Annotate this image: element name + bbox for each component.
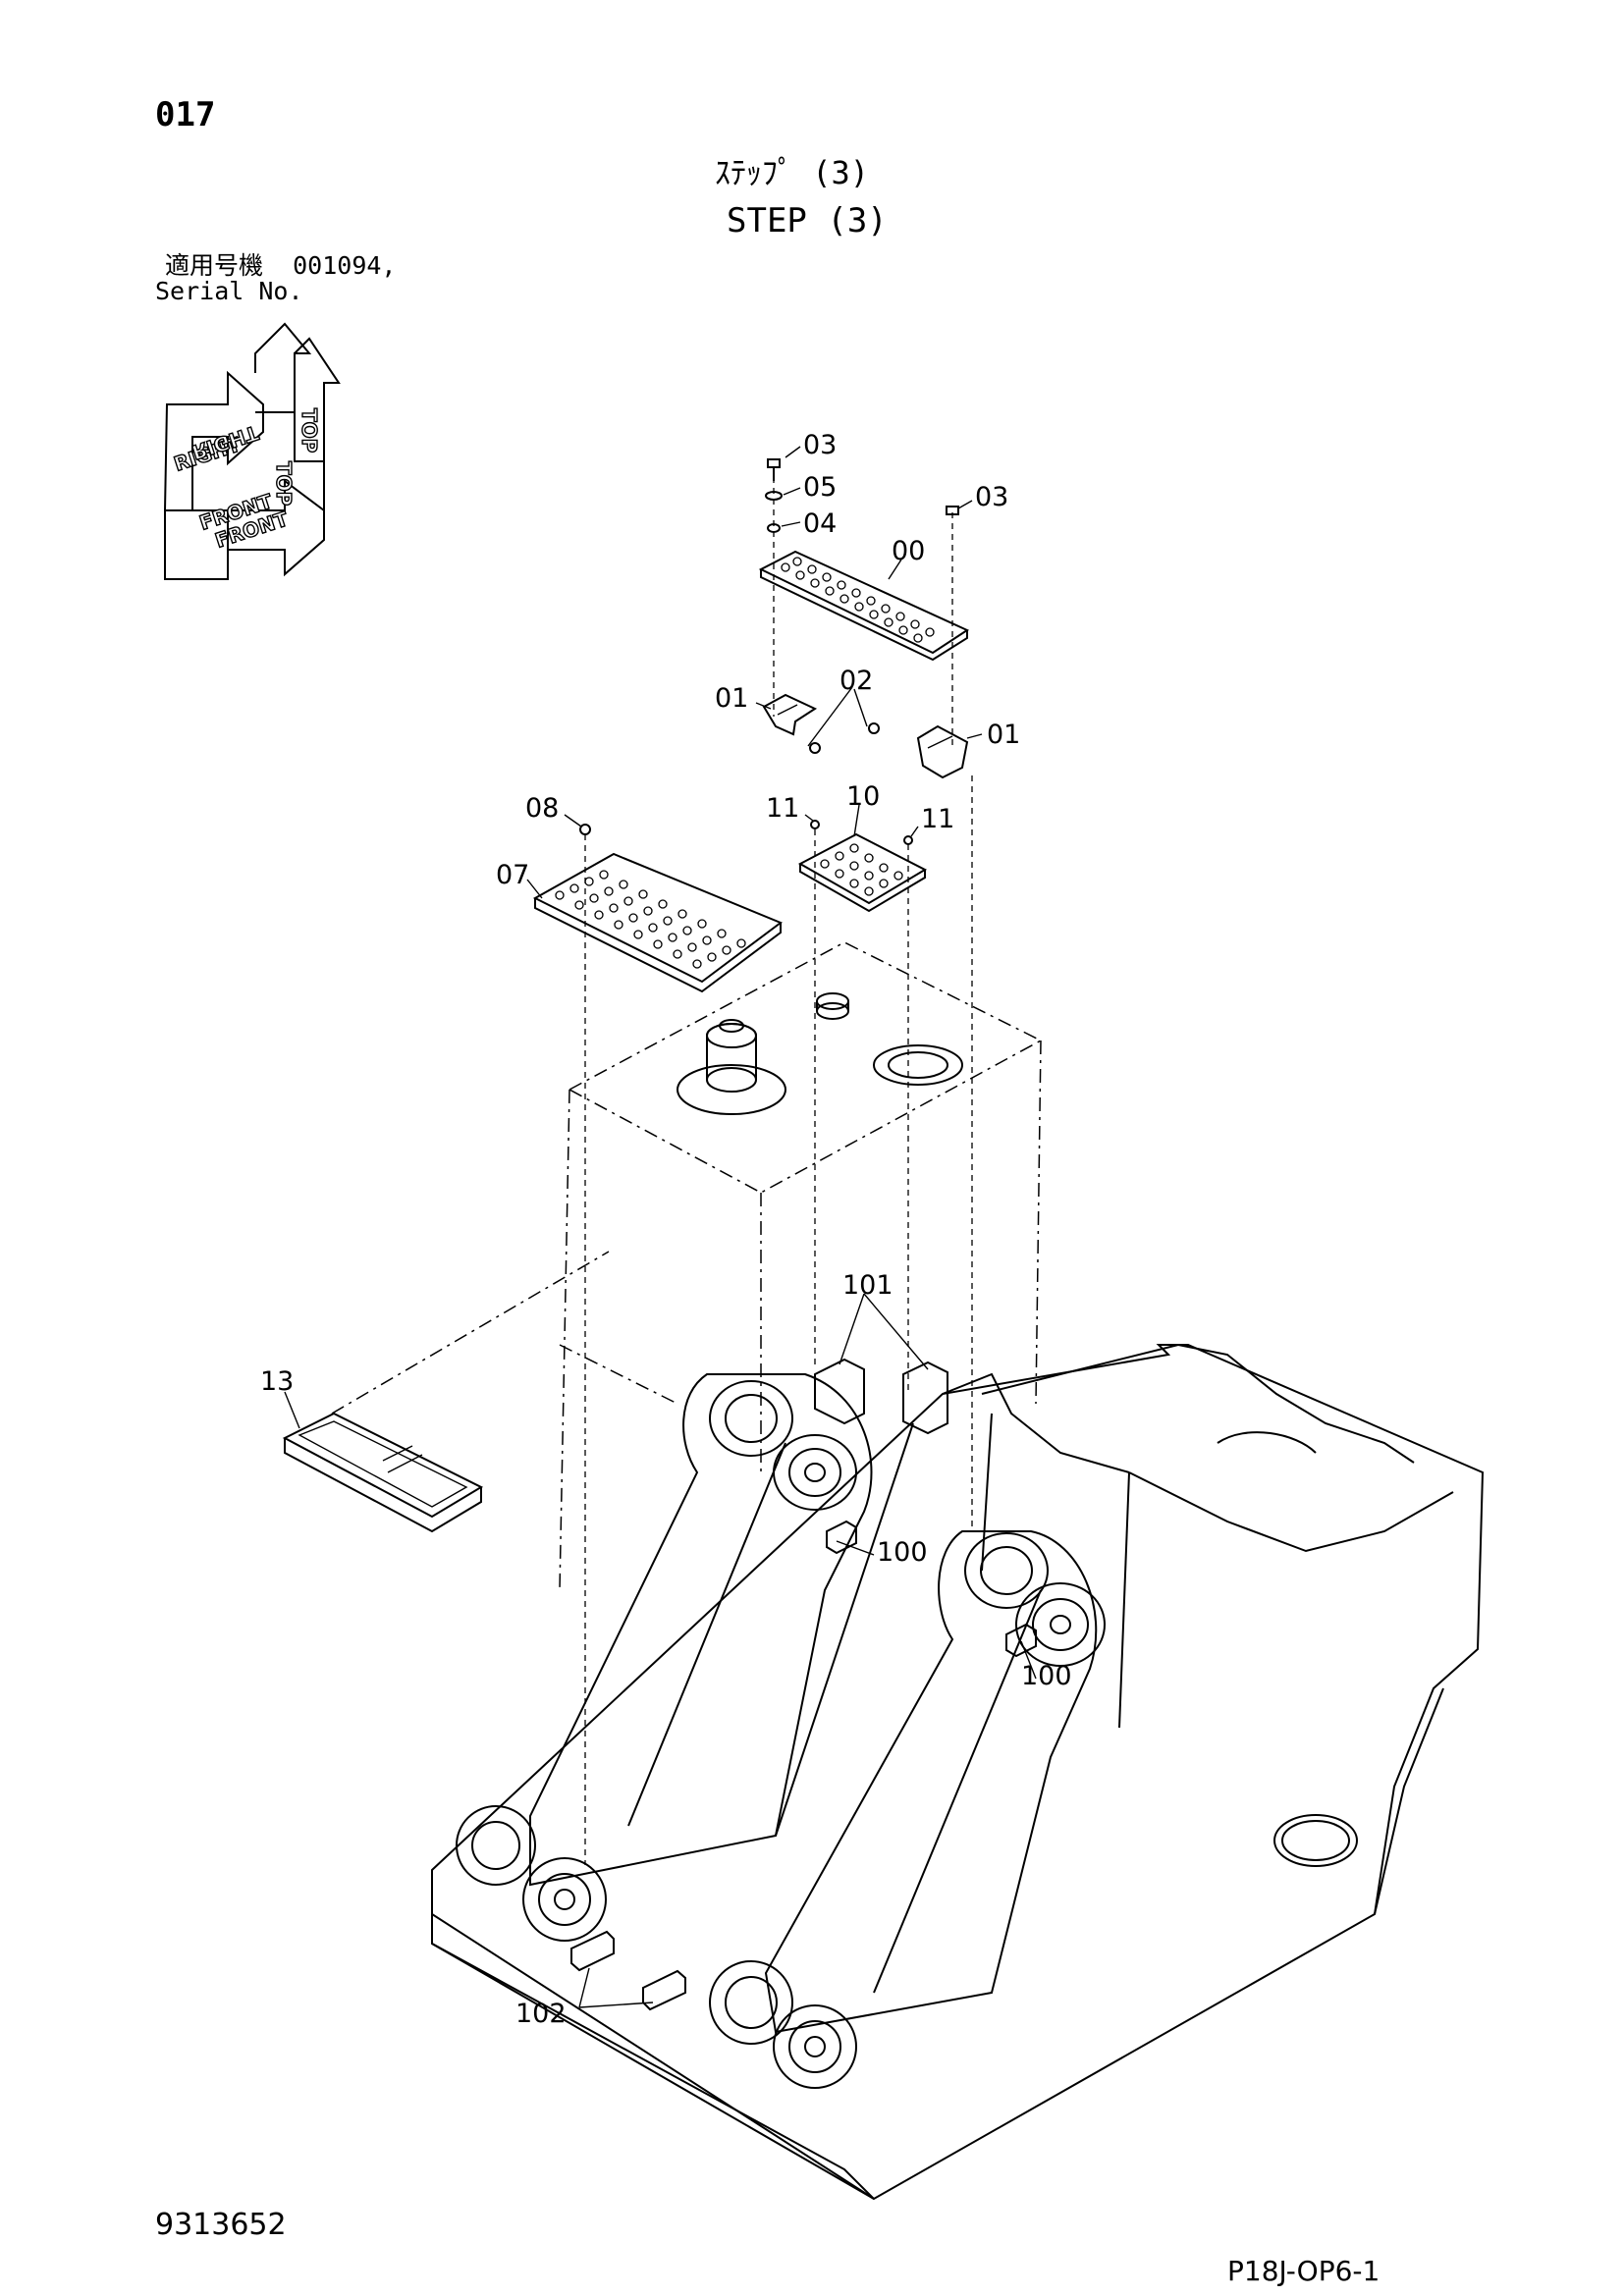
callout-11-a: 11 [766,793,799,824]
step-bracket-101-left [814,1358,865,1425]
pin-boss-1 [709,1380,793,1457]
stay-100-lower [1005,1623,1037,1658]
tank-cap [816,992,849,1020]
round-cover-plate [1273,1814,1358,1867]
callout-03-a: 03 [803,430,837,460]
pin-boss-6 [522,1857,607,1942]
callout-04: 04 [803,508,837,539]
washer-04 [767,523,781,533]
pin-boss-8 [773,2004,857,2089]
stay-102-left [570,1930,615,1972]
callout-13: 13 [260,1366,294,1397]
page-code: P18J-OP6-1 [1227,2255,1380,2287]
serial-line: 適用号機 001094, [165,253,396,278]
pin-boss-4 [1015,1582,1106,1667]
bolt-11-right [903,835,913,845]
callout-07: 07 [496,860,529,890]
callout-05: 05 [803,472,837,503]
pin-boss-3 [964,1532,1049,1609]
step-bracket-101-right [902,1361,948,1435]
bolt-08 [579,824,591,835]
callout-08: 08 [525,793,559,824]
callout-100-b: 100 [1021,1661,1072,1691]
bolt-02-left [809,742,821,754]
boom-bracket-left [529,1373,914,1887]
orientation-label-top-2: TOP [298,408,321,453]
callout-10: 10 [846,781,880,812]
leader-lines [284,446,1037,2008]
main-frame [431,1343,1485,2201]
bracket-01-left [762,693,818,736]
hydraulic-tank-outline [559,941,1043,1591]
callout-03-b: 03 [975,482,1008,512]
callout-labels: 03 05 04 03 00 01 02 01 08 11 10 11 07 1… [260,430,1072,2029]
pin-boss-5 [456,1805,536,1886]
page-title-japanese: ｽﾃｯﾌﾟ (3) [715,154,870,191]
page-number: 017 [155,95,216,134]
step-plate-00 [758,550,970,662]
bracket-01-right [916,724,969,779]
bolt-11-left [810,820,820,829]
pin-boss-2 [773,1434,857,1511]
bolt-03-upper-right [946,506,959,515]
bolt-02-right [868,722,880,734]
step-13 [282,1412,484,1533]
tank-port-right [873,1044,963,1086]
callout-01-b: 01 [987,720,1020,750]
step-plate-07 [532,852,784,993]
callout-02: 02 [839,666,873,696]
orientation-indicator: TOP TOP RIGHT RIGHT FRONT FRONT [163,322,341,580]
serial-label-japanese: 適用号機 [165,251,264,280]
step-plate-10 [797,832,928,913]
callout-11-b: 11 [921,804,954,834]
drawing-number: 9313652 [155,2208,287,2242]
serial-label: Serial No. [155,277,303,305]
callout-100-a: 100 [877,1537,928,1568]
stay-100-upper [826,1520,857,1555]
tank-port-left [677,1019,786,1115]
bolt-03-upper-left [767,458,781,481]
page-title: STEP (3) [727,201,888,240]
callout-00: 00 [892,536,925,566]
orientation-label-top-1: TOP [272,461,296,506]
callout-101: 101 [842,1270,893,1301]
pin-boss-7 [709,1960,793,2045]
boom-bracket-right [764,1530,1098,2034]
washer-05 [765,491,783,501]
serial-value: 001094, [293,251,397,280]
callout-102: 102 [515,1999,567,2029]
stay-102-right [642,1969,686,2011]
callout-01-a: 01 [715,683,748,714]
